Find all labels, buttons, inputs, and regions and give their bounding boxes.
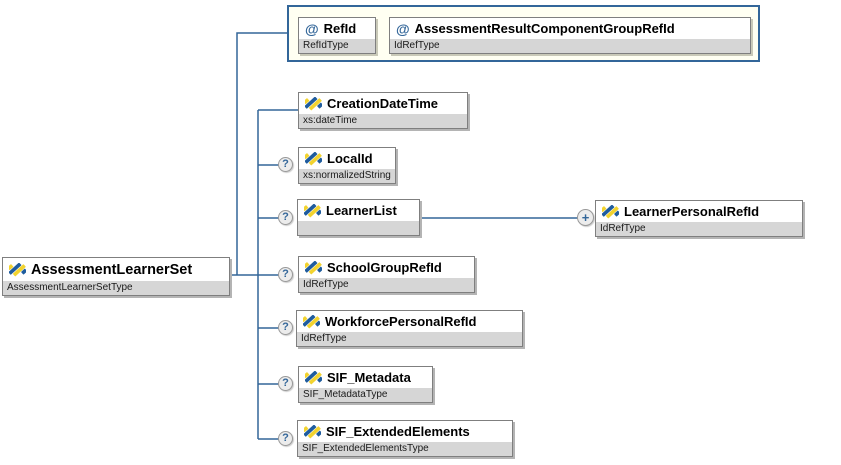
attribute-at-icon: @ <box>305 20 319 37</box>
element-type: SIF_MetadataType <box>299 388 432 402</box>
element-icon <box>301 91 325 115</box>
element-name: CreationDateTime <box>327 96 439 111</box>
element-name: SIF_Metadata <box>327 370 411 385</box>
element-box-sif-metadata[interactable]: SIF_Metadata SIF_MetadataType <box>298 365 433 403</box>
element-icon <box>598 199 622 223</box>
element-name: AssessmentLearnerSet <box>31 261 193 278</box>
element-box-sif-extended-elements[interactable]: SIF_ExtendedElements SIF_ExtendedElement… <box>297 419 513 457</box>
element-type: xs:dateTime <box>299 114 467 128</box>
element-name: SIF_ExtendedElements <box>326 424 470 439</box>
attribute-box-refid[interactable]: @ RefId RefIdType <box>298 17 376 54</box>
element-icon <box>300 419 324 443</box>
element-type: IdRefType <box>596 222 802 236</box>
attribute-box-assessment-result-component-group-refid[interactable]: @ AssessmentResultComponentGroupRefId Id… <box>389 17 751 54</box>
element-type: IdRefType <box>299 278 474 292</box>
element-box-assessment-learner-set[interactable]: AssessmentLearnerSet AssessmentLearnerSe… <box>2 257 230 296</box>
element-icon <box>301 365 325 389</box>
optional-badge[interactable]: ? <box>278 210 293 225</box>
element-name: LearnerPersonalRefId <box>624 204 760 219</box>
element-name: WorkforcePersonalRefId <box>325 314 477 329</box>
element-box-learner-list[interactable]: LearnerList <box>297 198 420 236</box>
element-box-workforce-personal-refid[interactable]: WorkforcePersonalRefId IdRefType <box>296 309 523 347</box>
element-icon <box>301 146 325 170</box>
element-type: SIF_ExtendedElementsType <box>298 442 512 456</box>
attribute-group-container: @ RefId RefIdType @ AssessmentResultComp… <box>287 5 760 62</box>
element-box-school-group-refid[interactable]: SchoolGroupRefId IdRefType <box>298 255 475 293</box>
attribute-at-icon: @ <box>396 20 410 37</box>
attribute-type: RefIdType <box>299 39 375 53</box>
element-icon <box>301 255 325 279</box>
element-icon <box>5 257 29 281</box>
element-type: AssessmentLearnerSetType <box>3 281 229 295</box>
element-name: LearnerList <box>326 203 397 218</box>
optional-badge[interactable]: ? <box>278 157 293 172</box>
optional-badge[interactable]: ? <box>278 320 293 335</box>
attribute-name: AssessmentResultComponentGroupRefId <box>414 21 675 36</box>
optional-badge[interactable]: ? <box>278 431 293 446</box>
element-icon <box>300 198 324 222</box>
element-box-learner-personal-refid[interactable]: LearnerPersonalRefId IdRefType <box>595 199 803 237</box>
attribute-name: RefId <box>323 21 357 36</box>
element-icon <box>299 309 323 333</box>
element-name: LocalId <box>327 151 373 166</box>
element-type <box>298 221 419 235</box>
element-type: IdRefType <box>297 332 522 346</box>
attribute-type: IdRefType <box>390 39 750 53</box>
optional-badge[interactable]: ? <box>278 267 293 282</box>
repeat-badge[interactable]: + <box>577 209 594 226</box>
element-name: SchoolGroupRefId <box>327 260 442 275</box>
element-box-local-id[interactable]: LocalId xs:normalizedString <box>298 146 396 184</box>
element-box-creation-date-time[interactable]: CreationDateTime xs:dateTime <box>298 91 468 129</box>
element-type: xs:normalizedString <box>299 169 395 183</box>
optional-badge[interactable]: ? <box>278 376 293 391</box>
